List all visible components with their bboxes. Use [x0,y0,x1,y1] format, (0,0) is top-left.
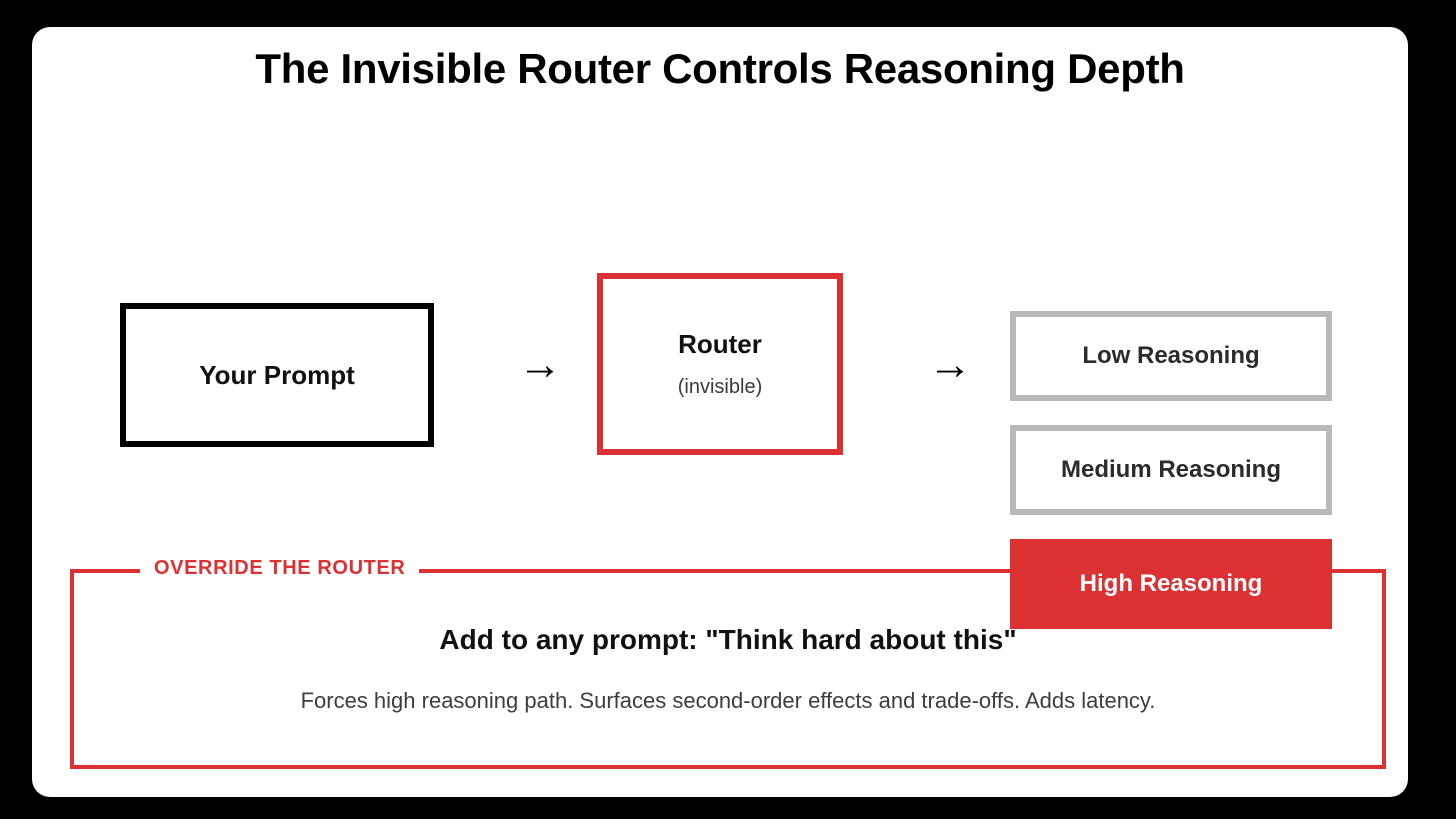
reasoning-level-medium: Medium Reasoning [1010,425,1332,515]
reasoning-level-low: Low Reasoning [1010,311,1332,401]
reasoning-level-medium-label: Medium Reasoning [1060,456,1282,483]
override-headline: Add to any prompt: "Think hard about thi… [439,624,1017,655]
router-box: Router (invisible) [597,273,843,455]
override-panel-legend: OVERRIDE THE ROUTER [140,557,420,580]
router-box-subtitle: (invisible) [677,376,763,398]
content-card: The Invisible Router Controls Reasoning … [32,27,1408,797]
override-description: Forces high reasoning path. Surfaces sec… [300,688,1156,713]
arrow-right-icon-2: → [928,340,972,389]
override-panel-body: Add to any prompt: "Think hard about thi… [74,573,1382,765]
reasoning-level-low-label: Low Reasoning [1082,342,1260,369]
prompt-box: Your Prompt [120,303,434,447]
prompt-box-label: Your Prompt [199,359,355,390]
override-panel: OVERRIDE THE ROUTER Add to any prompt: "… [70,557,1386,769]
reasoning-level-high-label: High Reasoning [1079,570,1263,597]
page-title: The Invisible Router Controls Reasoning … [255,45,1185,92]
reasoning-level-high: High Reasoning [1010,539,1332,629]
arrow-right-icon-1: → [518,340,562,389]
router-box-title: Router [678,329,762,359]
flow-diagram: Your Prompt → Router (invisible) → Low R… [32,165,1408,629]
reasoning-level-list: Low Reasoning Medium Reasoning High Reas… [1010,311,1332,629]
